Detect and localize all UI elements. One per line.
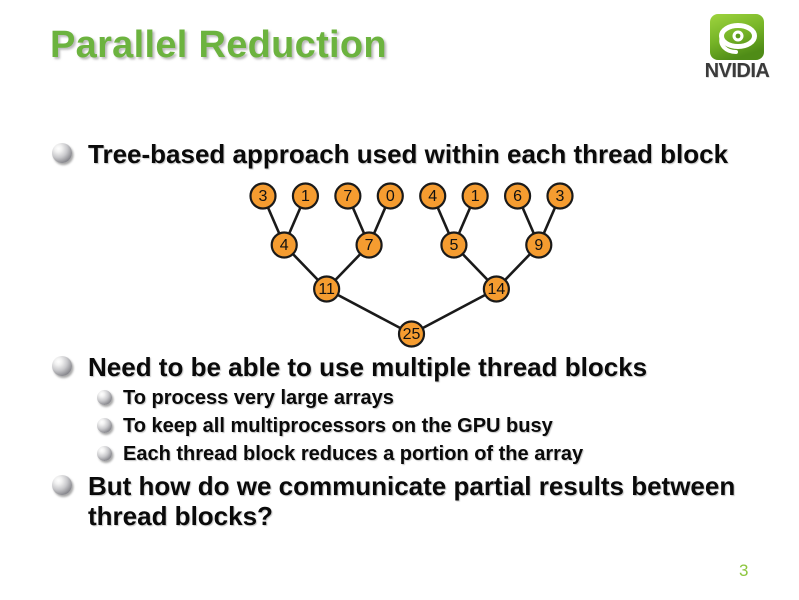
tree-node: 11: [313, 275, 341, 303]
tree-node-value: 9: [534, 237, 543, 254]
bullet-item: To process very large arrays: [97, 384, 762, 412]
tree-node-value: 1: [301, 188, 310, 205]
page-title: Parallel Reduction: [50, 24, 387, 66]
bullet-item: But how do we communicate partial result…: [52, 471, 762, 531]
tree-edge: [452, 244, 498, 290]
tree-node-value: 3: [556, 188, 565, 205]
tree-node-value: 3: [259, 188, 268, 205]
tree-node: 7: [334, 182, 362, 210]
tree-edge: [537, 195, 562, 246]
tree-edge: [283, 244, 328, 290]
tree-node-value: 14: [487, 281, 505, 298]
tree-edge: [495, 244, 540, 290]
tree-edge: [283, 195, 307, 246]
bullet-sphere-icon: [97, 418, 112, 433]
tree-node-value: 5: [449, 237, 458, 254]
tree-node: 14: [482, 275, 510, 303]
tree-edge: [346, 195, 371, 246]
tree-node: 0: [376, 182, 404, 210]
bullet-text: Each thread block reduces a portion of t…: [123, 443, 584, 465]
tree-node-value: 1: [471, 188, 480, 205]
tree-node-value: 4: [428, 188, 437, 205]
bullet-sphere-icon: [52, 143, 72, 163]
tree-edge: [325, 244, 371, 290]
bullet-text: Tree-based approach used within each thr…: [88, 139, 729, 169]
bullet-sphere-icon: [97, 446, 112, 461]
bullet-item: Each thread block reduces a portion of t…: [97, 440, 762, 468]
bullet-text: Need to be able to use multiple thread b…: [88, 352, 648, 382]
tree-node-value: 4: [280, 237, 289, 254]
bullet-text: To process very large arrays: [123, 387, 394, 409]
nvidia-eye-icon: [710, 14, 764, 60]
tree-node: 5: [440, 231, 468, 259]
tree-edge: [452, 195, 477, 246]
bullet-item: To keep all multiprocessors on the GPU b…: [97, 412, 762, 440]
bullet-sphere-icon: [97, 390, 112, 405]
nvidia-wordmark: NVIDIA: [704, 60, 770, 82]
tree-node: 1: [461, 182, 489, 210]
tree-edge: [431, 195, 456, 246]
tree-edge: [516, 195, 540, 246]
tree-node: 3: [546, 182, 574, 210]
tree-node-value: 7: [343, 188, 352, 205]
tree-edge: [410, 287, 497, 336]
tree-node: 25: [397, 320, 426, 348]
tree-edge: [367, 195, 392, 246]
page-number: 3: [739, 561, 749, 580]
tree-node: 9: [525, 231, 553, 259]
bullet-text: To keep all multiprocessors on the GPU b…: [123, 415, 553, 437]
tree-node: 1: [291, 182, 320, 210]
tree-node: 6: [503, 182, 532, 210]
bullet-list: Need to be able to use multiple thread b…: [52, 352, 762, 531]
tree-node-value: 6: [513, 188, 522, 205]
tree-edge: [261, 195, 286, 246]
bullet-sphere-icon: [52, 475, 72, 495]
tree-node: 7: [355, 231, 383, 259]
bullet-item: Need to be able to use multiple thread b…: [52, 352, 762, 382]
tree-node: 3: [249, 182, 277, 210]
tree-node: 4: [419, 182, 447, 210]
tree-node-value: 7: [365, 237, 374, 254]
tree-node: 4: [270, 231, 298, 259]
bullet-text: But how do we communicate partial result…: [88, 471, 736, 531]
tree-node-value: 11: [318, 281, 335, 298]
bullet-item: Tree-based approach used within each thr…: [52, 139, 728, 169]
nvidia-logo: NVIDIA: [687, 12, 787, 83]
tree-node-value: 25: [403, 326, 421, 343]
tree-node-value: 0: [386, 188, 395, 205]
bullet-sphere-icon: [52, 356, 72, 376]
tree-edge: [326, 287, 413, 336]
